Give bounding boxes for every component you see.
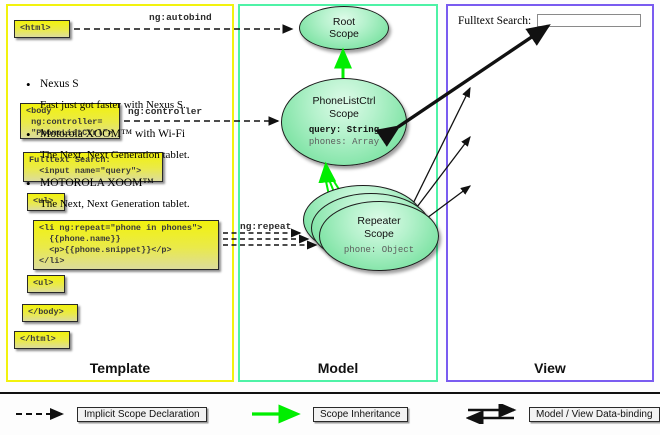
ul-close-tag: <ul> (27, 275, 65, 293)
phone-list-item-1: Motorola XOOM™ with Wi-Fi The Next, Next… (26, 127, 190, 161)
legend-implicit-scope-declaration: Implicit Scope Declaration (14, 404, 207, 424)
double-arrow-icon (466, 404, 517, 424)
legend-scope-inheritance-label: Scope Inheritance (313, 406, 408, 422)
scope-property-phones: phones: Array (308, 136, 380, 147)
html-open-tag: <html> (14, 20, 70, 38)
fulltext-search-input[interactable] (537, 14, 642, 27)
phonelistctrl-scope-bubble: PhoneListCtrl Scope query: String phones… (281, 78, 407, 166)
phone-snippet: Fast just got faster with Nexus S. (40, 99, 186, 111)
phone-name: Nexus S (26, 77, 186, 93)
phone-name: Motorola XOOM™ with Wi-Fi (26, 127, 190, 143)
repeater-scope-properties: phone: Object (344, 245, 414, 257)
phone-snippet: The Next, Next Generation tablet. (40, 198, 190, 210)
root-scope-bubble: Root Scope (299, 6, 389, 50)
green-arrow-icon (252, 404, 301, 424)
panel-model-label: Model (317, 360, 359, 376)
panel-template-label: Template (89, 360, 151, 376)
repeater-scope-bubble: Repeater Scope phone: Object (319, 201, 439, 271)
view-search-row: Fulltext Search: (458, 14, 642, 27)
body-close-tag: </body> (22, 304, 78, 322)
scope-property-phone: phone: Object (343, 245, 415, 256)
phonelistctrl-scope-properties: query: String phones: Array (309, 125, 379, 148)
root-scope-title: Root Scope (329, 15, 359, 40)
repeater-scope-title: Repeater Scope (357, 215, 401, 240)
edge-label-ng-repeat: ng:repeat (240, 221, 292, 232)
legend-scope-inheritance: Scope Inheritance (250, 404, 408, 424)
scope-property-query: query: String (308, 125, 380, 136)
legend-divider (0, 392, 660, 394)
html-close-tag: </html> (14, 331, 70, 349)
fulltext-search-label: Fulltext Search: (458, 14, 532, 27)
dashed-arrow-icon (16, 408, 64, 420)
panel-view: View (446, 4, 654, 382)
phone-snippet: The Next, Next Generation tablet. (40, 149, 190, 161)
legend-implicit-scope-declaration-label: Implicit Scope Declaration (77, 406, 207, 422)
phone-list-item-0: Nexus S Fast just got faster with Nexus … (26, 77, 186, 111)
phone-list-item-2: MOTOROLA XOOM™ The Next, Next Generation… (26, 176, 190, 210)
phone-name: MOTOROLA XOOM™ (26, 176, 190, 192)
legend: Implicit Scope Declaration Scope Inherit… (0, 398, 660, 435)
ul-open-tag: <ul> (27, 193, 65, 211)
panel-view-label: View (534, 360, 566, 376)
phonelistctrl-scope-title: PhoneListCtrl Scope (312, 95, 376, 120)
legend-data-binding: Model / View Data-binding (466, 404, 660, 424)
edge-label-ng-autobind: ng:autobind (149, 12, 212, 23)
edge-label-ng-controller: ng:controller (128, 106, 203, 117)
legend-data-binding-label: Model / View Data-binding (529, 406, 660, 422)
li-ng-repeat-markup: <li ng:repeat="phone in phones"> {{phone… (33, 220, 219, 270)
